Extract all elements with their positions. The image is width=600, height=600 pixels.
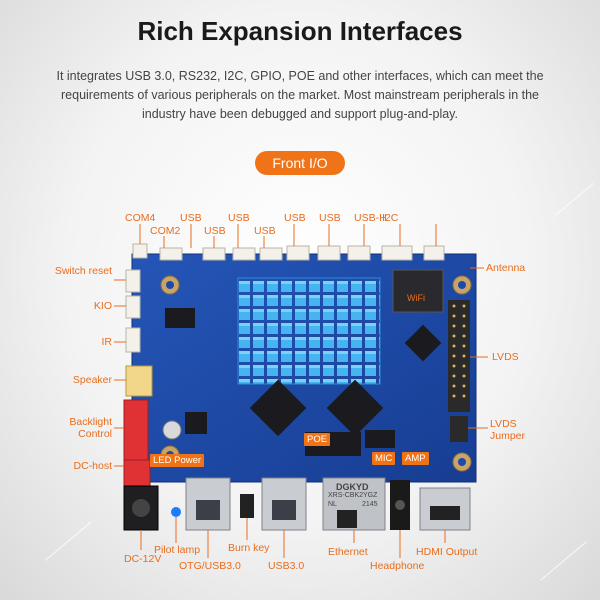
label-switch-reset: Switch reset — [54, 265, 112, 277]
tag-mic: MIC — [372, 452, 396, 465]
label-usb: USB — [254, 225, 276, 237]
label-backlight-control: Backlight Control — [69, 416, 112, 440]
label-ethernet: Ethernet — [328, 546, 368, 558]
left-connectors — [123, 269, 153, 487]
label-pilot-lamp: Pilot lamp — [154, 544, 201, 556]
page-description: It integrates USB 3.0, RS232, I2C, GPIO,… — [56, 69, 544, 121]
front-io-badge: Front I/O — [255, 151, 345, 175]
bottom-connectors — [123, 477, 471, 531]
label-lvds: LVDS — [492, 351, 519, 363]
label-com4: COM4 — [125, 212, 156, 224]
label-usb: USB-H — [354, 212, 387, 224]
top-connectors — [132, 243, 445, 261]
label-com2: COM2 — [150, 225, 181, 237]
wifi-module-label: WiFi — [407, 293, 425, 303]
cpu-heatsink — [237, 277, 381, 385]
label-usb: USB — [284, 212, 306, 224]
wifi-module — [392, 269, 444, 313]
label-lvds-jumper: LVDS Jumper — [490, 418, 526, 442]
label-usb: USB — [228, 212, 250, 224]
label-usb: USB — [204, 225, 226, 237]
tag-led-power: LED Power — [150, 454, 205, 467]
label-headphone: Headphone — [370, 560, 425, 572]
label-hdmi-output: HDMI Output — [416, 546, 478, 558]
tag-poe: POE — [304, 433, 331, 446]
label-kio: KIO — [93, 300, 112, 312]
label-usb: USB — [180, 212, 202, 224]
ethernet-nl-text: NL — [328, 501, 337, 508]
label-usb: USB — [319, 212, 341, 224]
ethernet-model-text: XRS-CBK2YGZ — [328, 492, 378, 499]
capacitor — [162, 420, 182, 440]
label-burn-key: Burn key — [228, 542, 270, 554]
label-otg-usb3: OTG/USB3.0 — [179, 560, 241, 572]
label-usb3: USB3.0 — [268, 560, 305, 572]
label-ir: IR — [101, 336, 113, 348]
label-dc-host: DC-host — [73, 460, 112, 472]
tag-amp: AMP — [402, 452, 429, 465]
label-speaker: Speaker — [72, 374, 112, 386]
ethernet-num-text: 2145 — [362, 501, 378, 508]
label-dc-12v: DC-12V — [124, 553, 162, 565]
label-antenna: Antenna — [486, 262, 526, 274]
label-usb-h: I2C — [382, 212, 399, 224]
ethernet-brand-text: DGKYD — [336, 482, 369, 492]
page-title: Rich Expansion Interfaces — [137, 16, 463, 46]
lvds-header — [448, 300, 470, 442]
